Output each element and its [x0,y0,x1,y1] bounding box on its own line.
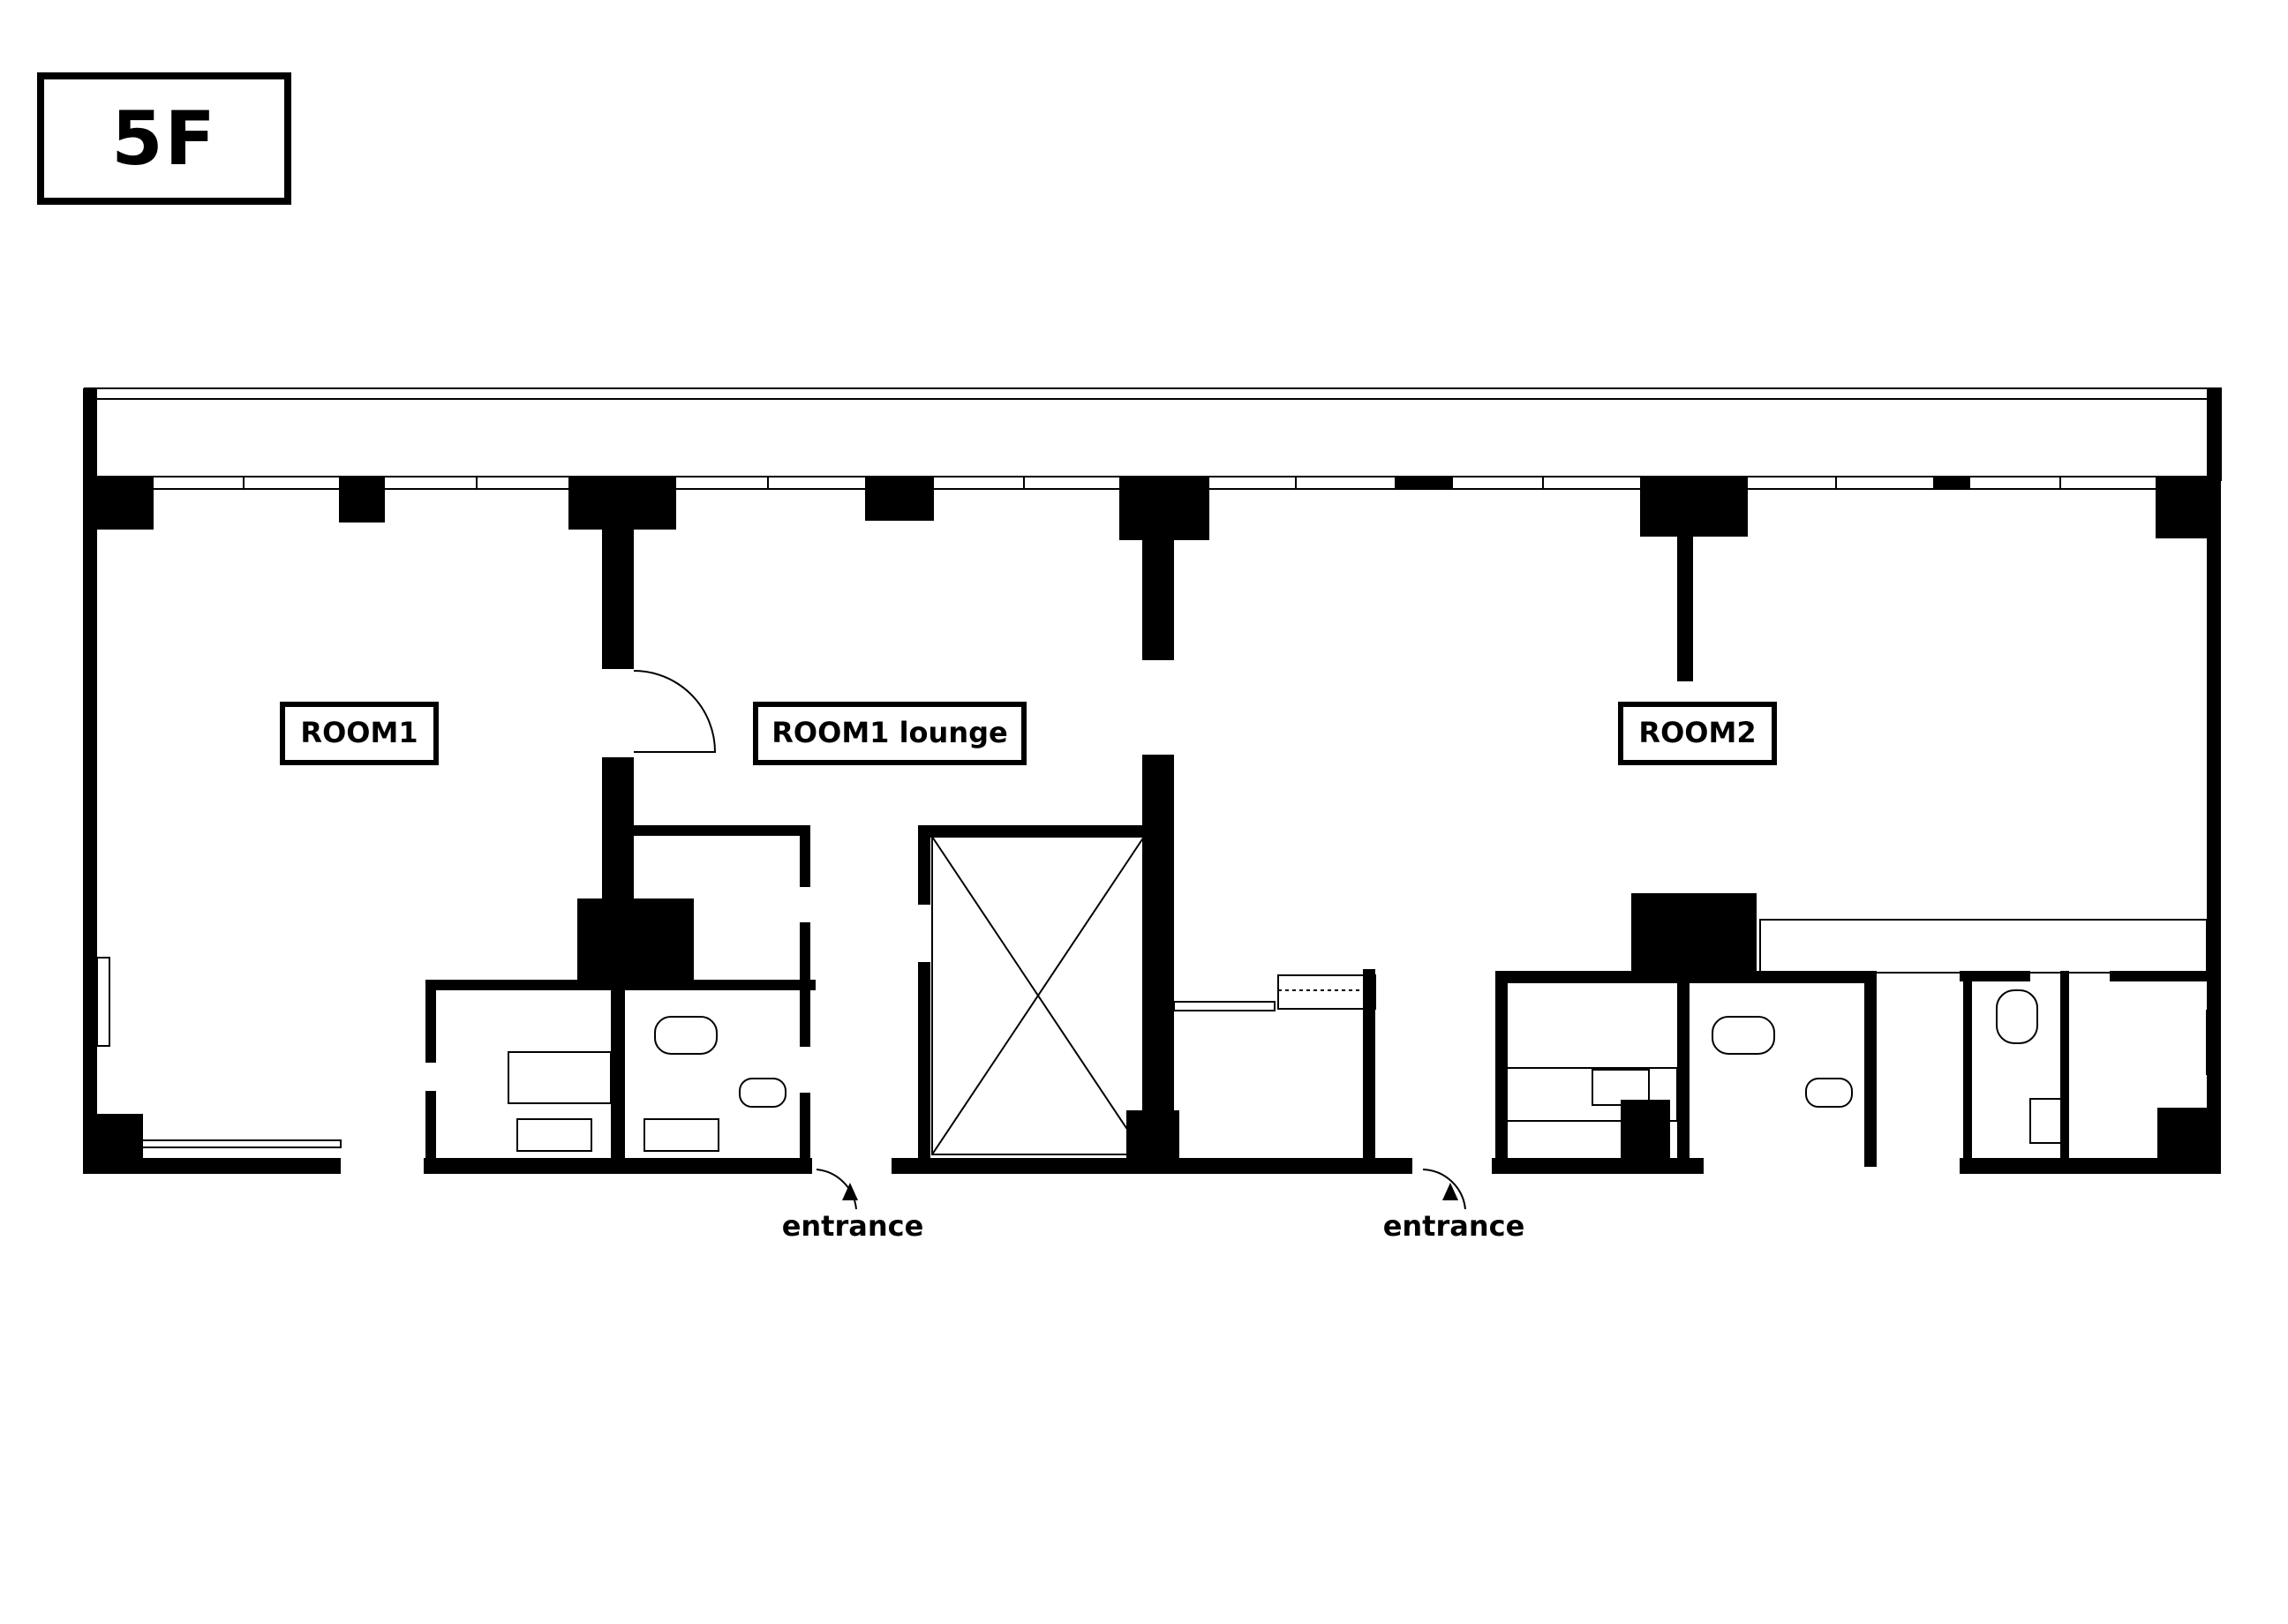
floor-label: 5F [111,95,217,182]
entrance-label-1: entrance [782,1209,924,1243]
floor-label-box: 5F [37,72,291,205]
entrance-label-2: entrance [1383,1209,1525,1243]
fixtures [96,670,2220,1210]
room2-label: ROOM2 [1638,716,1756,749]
interior-walls [97,530,2221,1174]
lounge-label: ROOM1 lounge [771,716,1007,749]
entrance-arrows [842,1183,1458,1200]
room-label-room2: ROOM2 [1618,702,1777,765]
window-wall-top [85,476,2221,540]
balcony [84,387,2222,481]
room-label-lounge: ROOM1 lounge [753,702,1027,765]
room1-label: ROOM1 [300,716,418,749]
room-label-room1: ROOM1 [280,702,439,765]
